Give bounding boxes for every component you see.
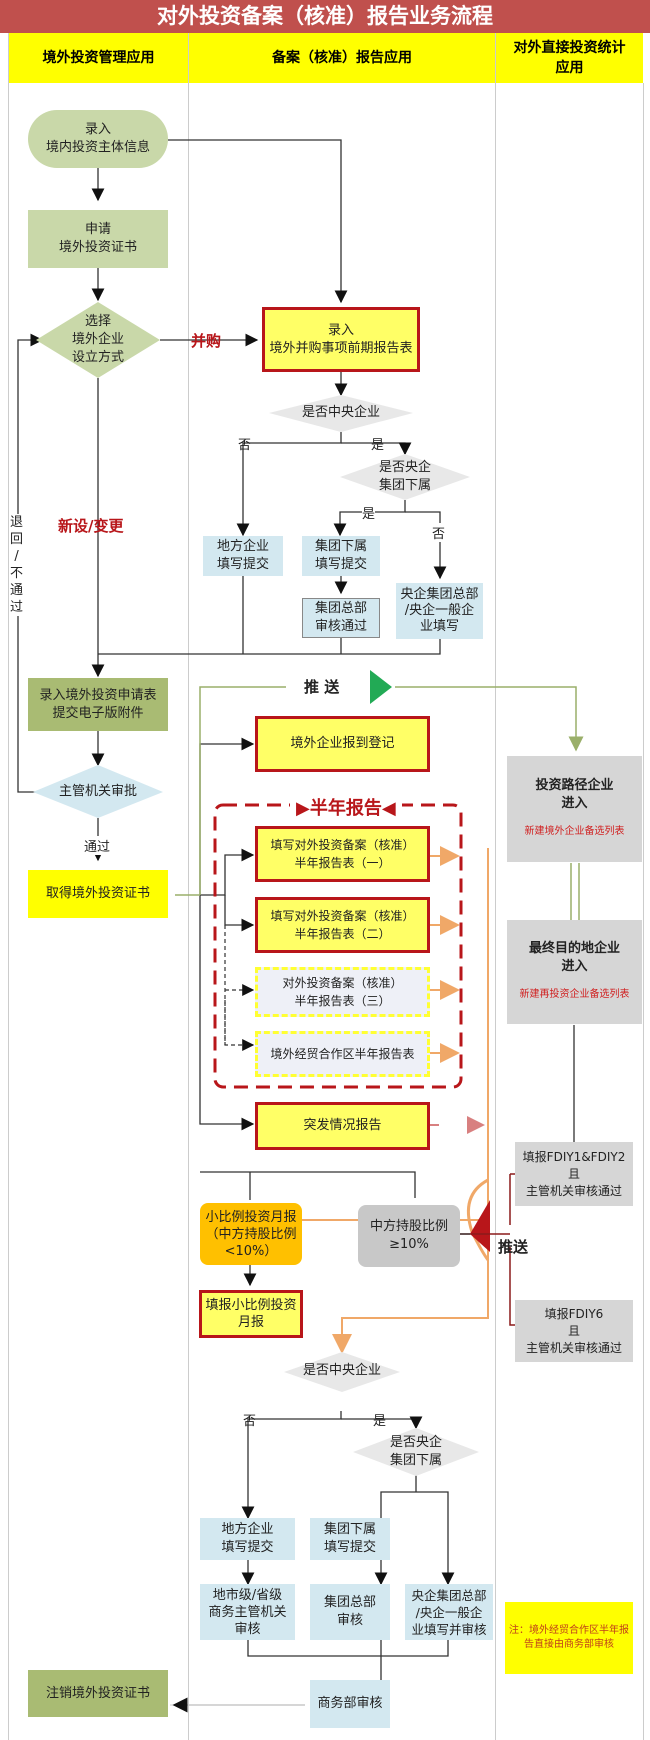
half-year-label: 半年报告 — [309, 798, 382, 819]
ma-label: 并购 — [191, 332, 222, 350]
zone-report-node[interactable]: 境外经贸合作区半年报告表 — [255, 1031, 430, 1077]
central-hq-fill-node-1[interactable]: 央企集团总部 /央企一般企 业填写 — [396, 583, 483, 639]
note-box: 注：境外经贸合作区半年报告直接由商务部审核 — [505, 1602, 633, 1674]
enter-domestic-investor-node[interactable]: 录入 境内投资主体信息 — [28, 110, 168, 168]
push-triangle-red-icon — [470, 1200, 490, 1252]
group-submit-node-2[interactable]: 集团下属 填写提交 — [310, 1518, 390, 1560]
half-year-title: ▶半年报告◀ — [290, 794, 402, 820]
return-fail-label: 退 回 / 不 通 过 — [10, 514, 24, 616]
fdiy6-node[interactable]: 填报FDIY6 且 主管机关审核通过 — [515, 1300, 633, 1362]
city-province-review-node[interactable]: 地市级/省级 商务主管机关 审核 — [200, 1584, 295, 1640]
push-label-2: 推送 — [498, 1238, 529, 1256]
obtain-certificate-node[interactable]: 取得境外投资证书 — [28, 870, 168, 918]
route-enterprise-title: 投资路径企业 进入 — [535, 778, 614, 811]
local-submit-node-2[interactable]: 地方企业 填写提交 — [200, 1518, 295, 1560]
enter-ma-report-node[interactable]: 录入 境外并购事项前期报告表 — [262, 307, 420, 372]
ratio-ge10-node[interactable]: 中方持股比例 ≥10% — [358, 1205, 460, 1267]
final-enterprise-title: 最终目的地企业 进入 — [528, 941, 620, 974]
group-hq-review-node[interactable]: 集团总部 审核 — [310, 1584, 390, 1640]
local-submit-node-1[interactable]: 地方企业 填写提交 — [203, 536, 283, 576]
fdiy12-node[interactable]: 填报FDIY1&FDIY2 且 主管机关审核通过 — [515, 1142, 633, 1206]
yes-label: 是 — [373, 1414, 387, 1429]
final-enterprise-subtitle: 新建再投资企业备选列表 — [519, 989, 630, 1000]
new-change-label: 新设/变更 — [58, 517, 124, 535]
lane-divider — [8, 83, 9, 1740]
page-title: 对外投资备案（核准）报告业务流程 — [0, 0, 650, 33]
half-report-2-node[interactable]: 填写对外投资备案（核准） 半年报告表（二） — [255, 897, 430, 953]
lane-divider — [188, 83, 189, 1740]
lane-divider — [643, 83, 644, 1740]
fill-small-monthly-node[interactable]: 填报小比例投资 月报 — [199, 1290, 303, 1338]
emergency-report-node[interactable]: 突发情况报告 — [255, 1102, 430, 1150]
half-report-3-node[interactable]: 对外投资备案（核准） 半年报告表（三） — [255, 967, 430, 1017]
is-central-label-2: 是否中央企业 — [302, 1363, 381, 1378]
is-group-label-2: 是否央企 集团下属 — [389, 1435, 442, 1468]
yes-label: 是 — [362, 503, 376, 522]
small-monthly-node[interactable]: 小比例投资月报 （中方持股比例 <10%） — [200, 1203, 302, 1265]
choose-method-label[interactable]: 选择 境外企业 设立方式 — [71, 314, 124, 365]
lane-header-middle: 备案（核准）报告应用 — [188, 33, 495, 83]
mofcom-review-node[interactable]: 商务部审核 — [310, 1680, 390, 1728]
push-label-1: 推 送 — [304, 676, 340, 697]
half-year-arrow-icon: ◀ — [381, 798, 396, 819]
authority-approve-label[interactable]: 主管机关审批 — [58, 784, 137, 799]
is-group-label-1: 是否央企 集团下属 — [378, 460, 431, 493]
apply-certificate-node[interactable]: 申请 境外投资证书 — [28, 210, 168, 268]
half-year-arrow-icon: ▶ — [296, 798, 310, 819]
overseas-register-node[interactable]: 境外企业报到登记 — [255, 716, 430, 772]
central-hq-fill-review-node[interactable]: 央企集团总部 /央企一般企 业填写并审核 — [405, 1584, 493, 1640]
lane-header-right: 对外直接投资统计 应用 — [495, 33, 643, 83]
lane-divider — [495, 83, 496, 1740]
no-label: 否 — [238, 438, 252, 453]
group-hq-pass-node-1[interactable]: 集团总部 审核通过 — [302, 598, 380, 638]
no-label: 否 — [432, 523, 446, 542]
final-enterprise-node[interactable]: 最终目的地企业 进入 新建再投资企业备选列表 — [507, 920, 642, 1024]
route-enterprise-node[interactable]: 投资路径企业 进入 新建境外企业备选列表 — [507, 756, 642, 862]
pass-label: 通过 — [84, 836, 111, 855]
is-central-label-1: 是否中央企业 — [301, 405, 380, 420]
yes-label: 是 — [371, 438, 385, 453]
cancel-certificate-node[interactable]: 注销境外投资证书 — [28, 1670, 168, 1717]
group-submit-node-1[interactable]: 集团下属 填写提交 — [302, 536, 380, 576]
half-report-1-node[interactable]: 填写对外投资备案（核准） 半年报告表（一） — [255, 826, 430, 882]
lane-header-left: 境外投资管理应用 — [8, 33, 188, 83]
route-enterprise-subtitle: 新建境外企业备选列表 — [524, 826, 625, 837]
enter-application-node[interactable]: 录入境外投资申请表 提交电子版附件 — [28, 678, 168, 731]
push-triangle-icon — [370, 670, 392, 704]
no-label: 否 — [243, 1414, 257, 1429]
